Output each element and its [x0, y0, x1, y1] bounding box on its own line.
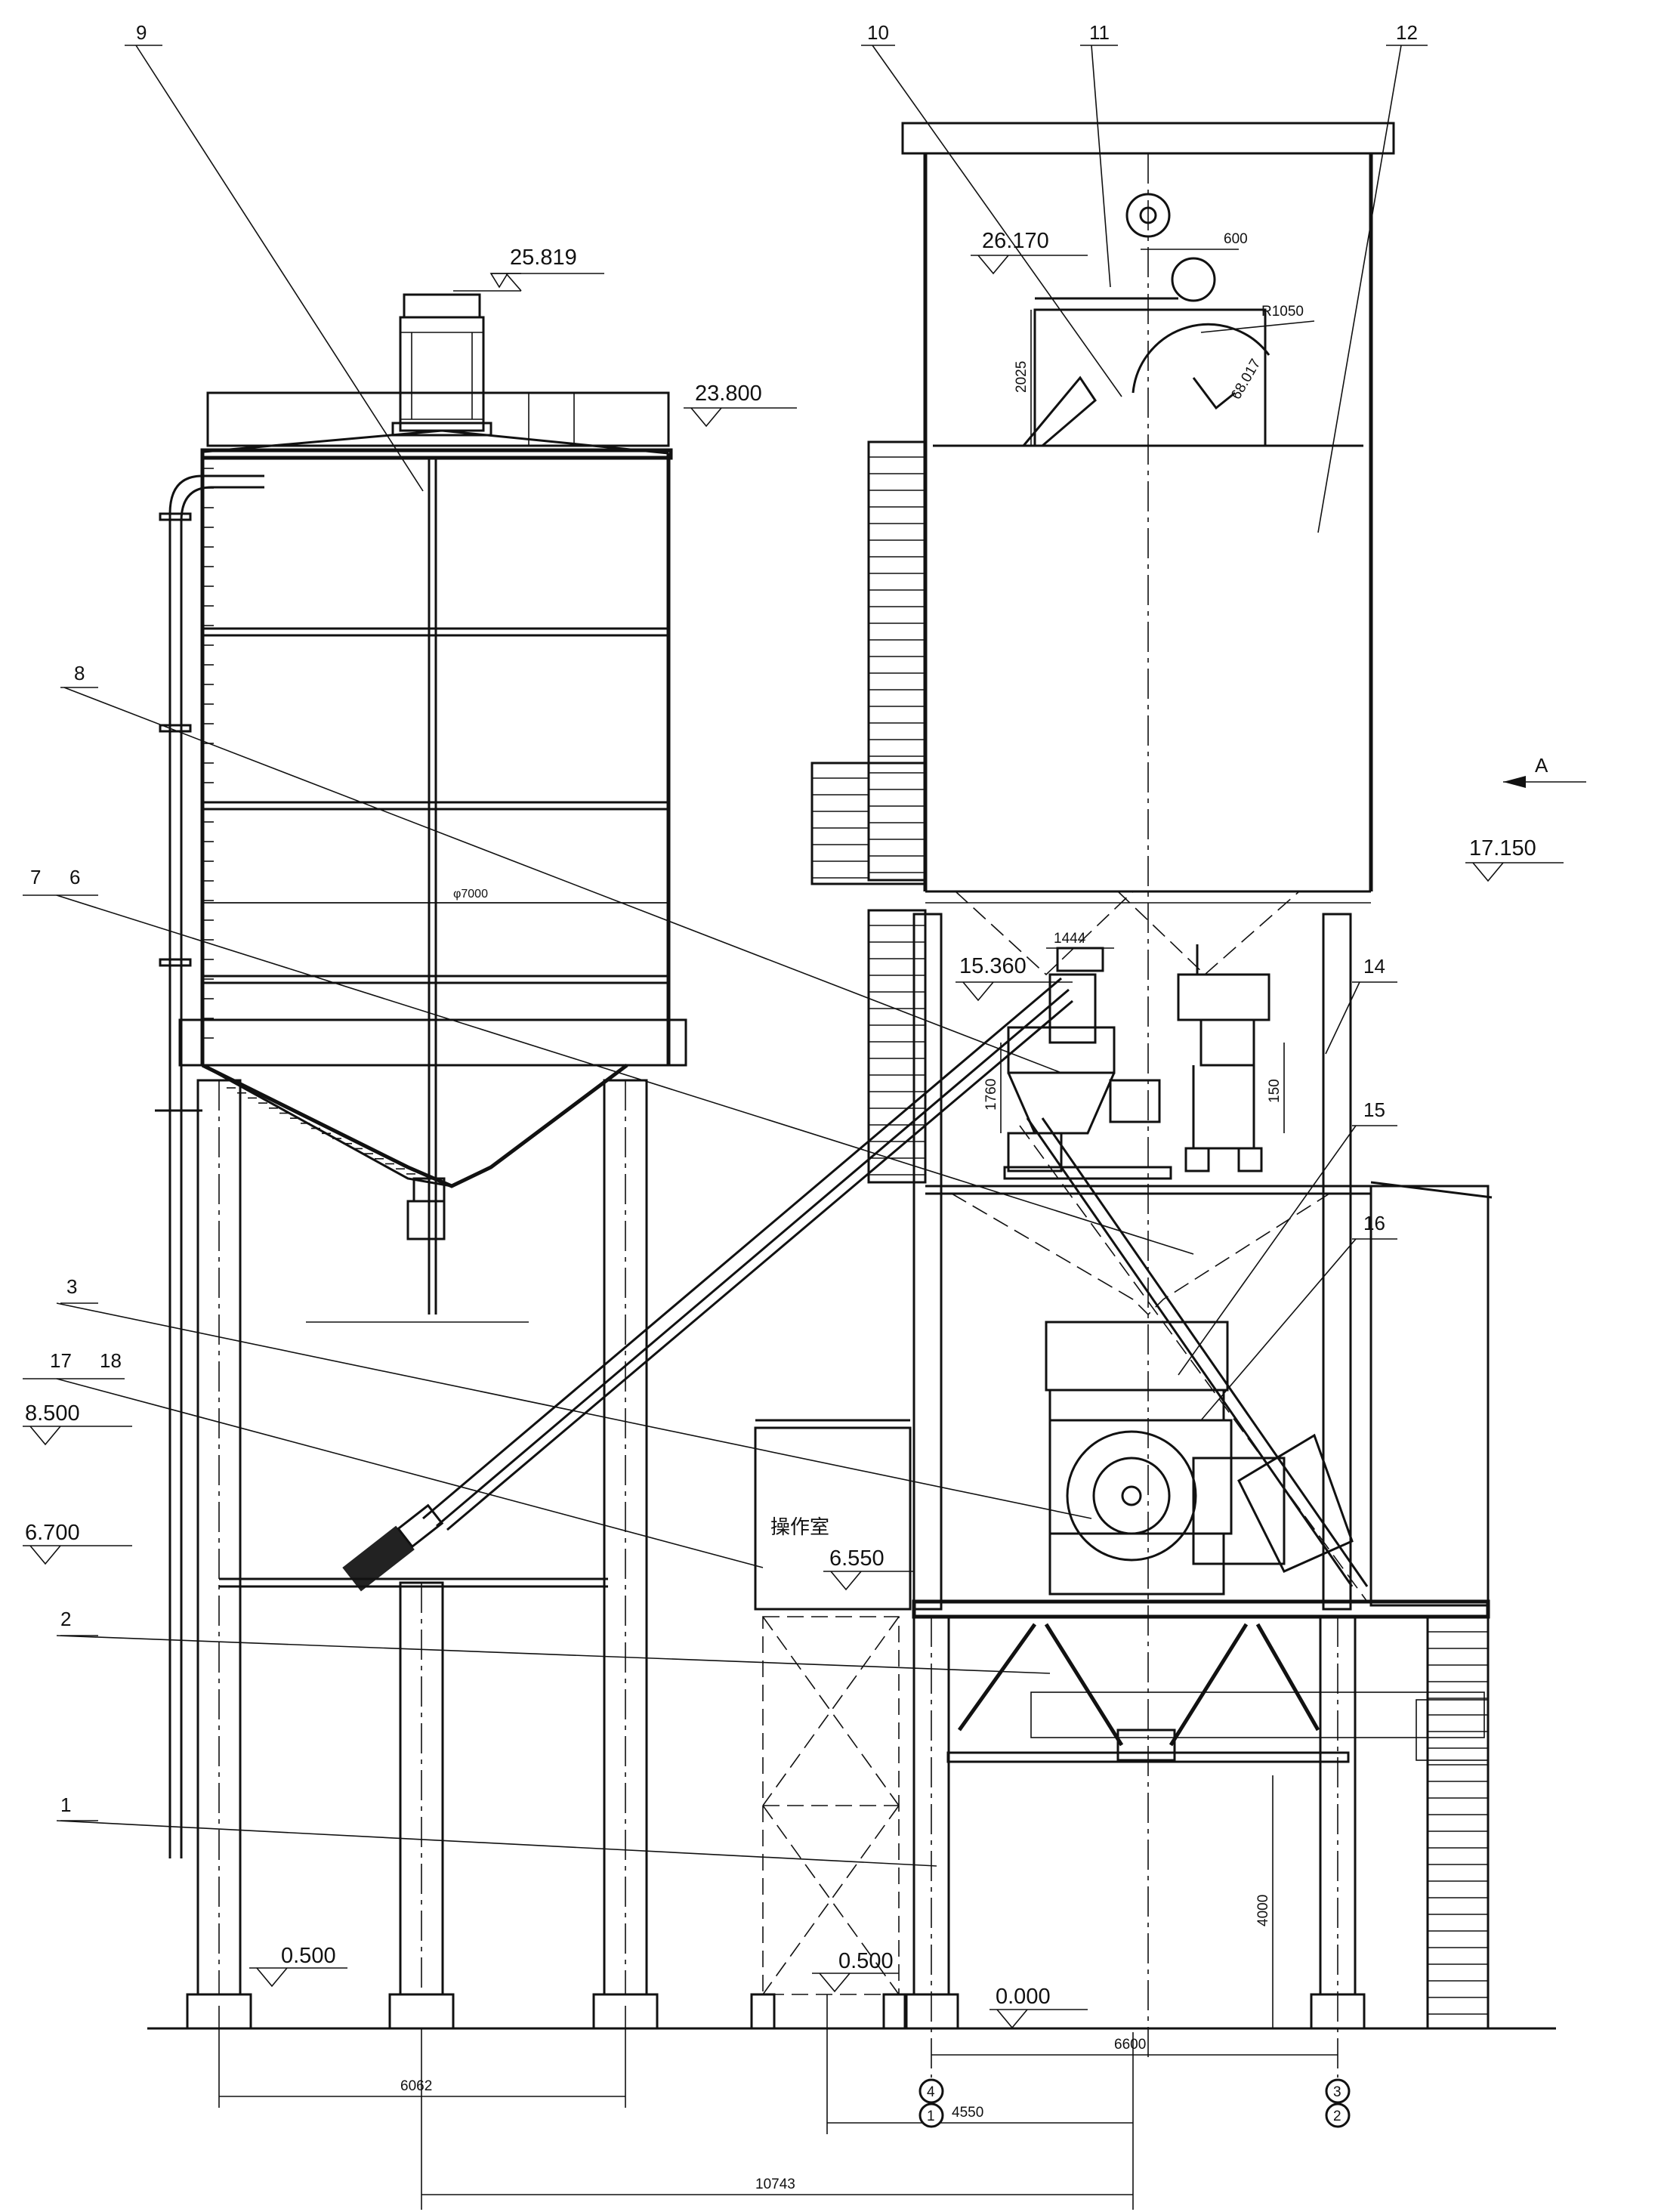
wall-ticks — [202, 468, 415, 1175]
dimension-label: 4000 — [1255, 1895, 1271, 1926]
elevation-triangle — [1472, 862, 1504, 882]
leader-lines — [23, 45, 1428, 1867]
part-number: 12 — [1396, 21, 1418, 44]
part-number: 6 — [69, 866, 80, 888]
axis-label: 3 — [1333, 2084, 1341, 2100]
elevation-label: 25.819 — [510, 246, 577, 270]
dimension-label: φ7000 — [453, 888, 488, 901]
dimension-label: 6600 — [1114, 2037, 1146, 2053]
elevation-label: 0.000 — [996, 1985, 1051, 2009]
dimension-label: 2025 — [1014, 361, 1030, 393]
dimension-label: 1444 — [1054, 931, 1086, 947]
elevation-triangle — [690, 407, 722, 428]
stair-right — [1428, 1631, 1488, 2015]
inclined-conveyors — [422, 977, 1369, 1602]
elevation-label: 0.500 — [838, 1949, 894, 1973]
mixer — [1045, 1321, 1354, 1596]
dimension-label: 600 — [1224, 231, 1248, 247]
axis-label: 2 — [1333, 2109, 1341, 2124]
dimension-label: 6062 — [400, 2078, 432, 2094]
part-number: 8 — [74, 662, 85, 684]
elevation-triangle — [29, 1426, 61, 1446]
dimension-label: 1760 — [983, 1079, 999, 1111]
discharge-frame — [946, 1623, 1485, 1763]
dimension-label: 150 — [1267, 1079, 1283, 1103]
axis-label: 1 — [927, 2109, 935, 2124]
part-number: 3 — [66, 1275, 77, 1298]
dimension-label: 4550 — [952, 2105, 983, 2121]
left-silo — [155, 293, 687, 2030]
elevation-triangle — [819, 1973, 851, 1993]
view-marker-label: A — [1535, 754, 1548, 777]
part-number: 18 — [100, 1349, 122, 1372]
elevation-triangle — [977, 255, 1009, 275]
part-number: 10 — [867, 21, 889, 44]
axis-label: 4 — [927, 2084, 935, 2100]
elevation-triangle — [29, 1545, 61, 1565]
elevation-label: 15.360 — [959, 954, 1027, 978]
dimension-label: R1050 — [1261, 304, 1304, 320]
part-number: 7 — [30, 866, 41, 888]
elevation-triangle — [996, 2009, 1028, 2029]
elevation-label: 0.500 — [281, 1944, 336, 1968]
part-number: 16 — [1363, 1212, 1385, 1234]
part-number: 9 — [136, 21, 147, 44]
elevation-label: 26.170 — [982, 229, 1049, 253]
weigher-left — [1007, 947, 1161, 1172]
elevation-triangle — [962, 981, 994, 1002]
dimension-label: 68.017 — [1228, 357, 1264, 403]
part-number: 11 — [1089, 21, 1110, 44]
elevation-label: 6.550 — [829, 1546, 885, 1571]
part-number: 14 — [1363, 955, 1385, 978]
part-number: 17 — [50, 1349, 72, 1372]
part-numbers: 9 10 11 12 8 7 6 3 17 18 2 1 14 15 16 — [30, 21, 1418, 1816]
part-number: 15 — [1363, 1098, 1385, 1121]
dust-collector — [391, 293, 492, 437]
elevation-label: 8.500 — [25, 1401, 80, 1426]
view-marker: A — [1503, 754, 1586, 788]
room-label: 操作室 — [770, 1515, 829, 1538]
elevation-markers: 25.819 23.800 26.170 17.150 15.360 8.500… — [23, 229, 1564, 2029]
dimension-label: 10743 — [755, 2176, 795, 2192]
elevation-label: 17.150 — [1469, 836, 1536, 860]
elevation-triangle — [256, 1967, 288, 1988]
elevation-label: 6.700 — [25, 1521, 80, 1545]
stair-left — [812, 456, 925, 1176]
weigher-right — [1177, 944, 1270, 1172]
operator-room: 操作室 — [750, 1419, 912, 2030]
right-tower — [810, 122, 1493, 2078]
dimensions: 600 R1050 68.017 2025 φ7000 1444 1760 15… — [202, 231, 1338, 2210]
screw-motor — [342, 1503, 444, 1592]
elevation-label: 23.800 — [695, 382, 762, 406]
part-number: 1 — [60, 1793, 71, 1816]
elevation-triangle — [830, 1571, 862, 1591]
part-number: 2 — [60, 1608, 71, 1630]
axis-bubbles: 4 1 3 2 — [918, 2078, 1351, 2128]
